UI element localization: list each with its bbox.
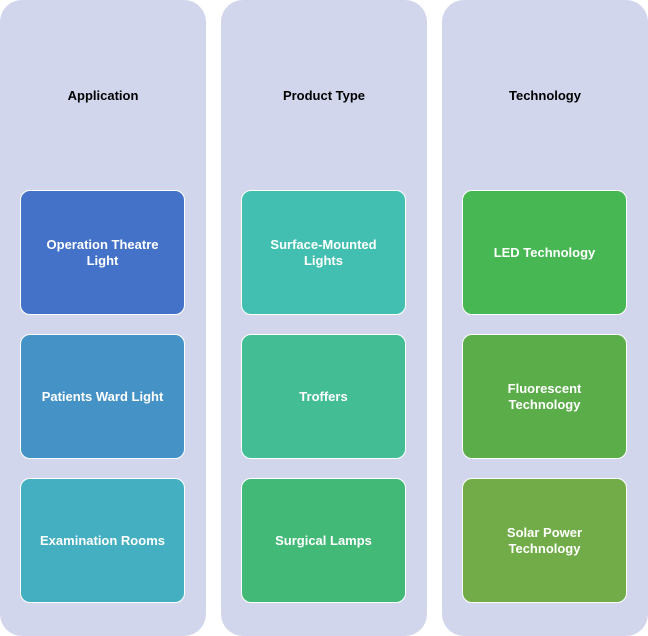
- column-title: Technology: [509, 88, 581, 103]
- box-fluorescent-technology: Fluorescent Technology: [462, 334, 627, 459]
- box-troffers: Troffers: [241, 334, 406, 459]
- box-label: Surgical Lamps: [275, 532, 372, 548]
- box-surface-mounted-lights: Surface-Mounted Lights: [241, 190, 406, 315]
- box-label: Patients Ward Light: [41, 388, 164, 404]
- box-patients-ward-light: Patients Ward Light: [20, 334, 185, 459]
- box-label: Surface-Mounted Lights: [270, 236, 377, 268]
- box-label: Troffers: [299, 388, 348, 404]
- column-product-type: Product Type Surface-Mounted Lights Trof…: [221, 0, 427, 636]
- box-examination-rooms: Examination Rooms: [20, 478, 185, 603]
- column-technology: Technology LED Technology Fluorescent Te…: [442, 0, 648, 636]
- box-label: Operation Theatre Light: [46, 236, 159, 268]
- box-label: Examination Rooms: [40, 532, 165, 548]
- box-operation-theatre-light: Operation Theatre Light: [20, 190, 185, 315]
- box-surgical-lamps: Surgical Lamps: [241, 478, 406, 603]
- column-application: Application Operation Theatre Light Pati…: [0, 0, 206, 636]
- box-solar-power-technology: Solar Power Technology: [462, 478, 627, 603]
- column-title: Product Type: [282, 88, 366, 103]
- column-title: Application: [67, 88, 139, 103]
- box-label: Fluorescent Technology: [507, 380, 582, 412]
- box-label: Solar Power Technology: [506, 524, 583, 556]
- box-led-technology: LED Technology: [462, 190, 627, 315]
- box-label: LED Technology: [493, 244, 596, 260]
